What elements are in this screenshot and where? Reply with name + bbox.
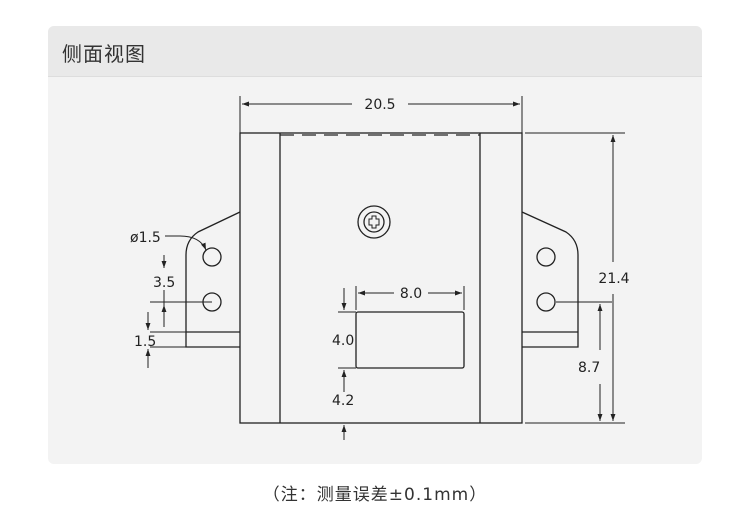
housing-outline [239, 132, 523, 424]
measurement-note: （注：测量误差±0.1mm） [262, 485, 488, 505]
dim-height-label: 21.4 [598, 271, 629, 287]
right-hole-upper [536, 247, 556, 267]
drawing-panel: 侧面视图 [48, 26, 702, 464]
dim-hole-spacing-label: 3.5 [153, 275, 175, 291]
window-slot [355, 311, 465, 369]
dim-window-bottom-label: 4.2 [332, 393, 354, 409]
dim-hole-height-label: 8.7 [578, 360, 600, 376]
left-hole-upper [202, 247, 222, 267]
dim-width-label: 20.5 [364, 97, 395, 113]
dim-window-width-label: 8.0 [400, 286, 422, 302]
dim-window-height-label: 4.0 [332, 333, 354, 349]
panel-header: 侧面视图 [48, 26, 702, 77]
screw-cross [368, 215, 380, 229]
panel-title: 侧面视图 [62, 42, 146, 66]
screw-outer [357, 205, 391, 239]
right-hole-lower [536, 292, 556, 312]
right-mounting-tab [521, 211, 579, 348]
screw-inner [363, 211, 385, 233]
dim-hole-diameter-label: ø1.5 [130, 230, 161, 246]
dim-tab-thickness-label: 1.5 [134, 334, 156, 350]
left-mounting-tab [185, 211, 241, 348]
